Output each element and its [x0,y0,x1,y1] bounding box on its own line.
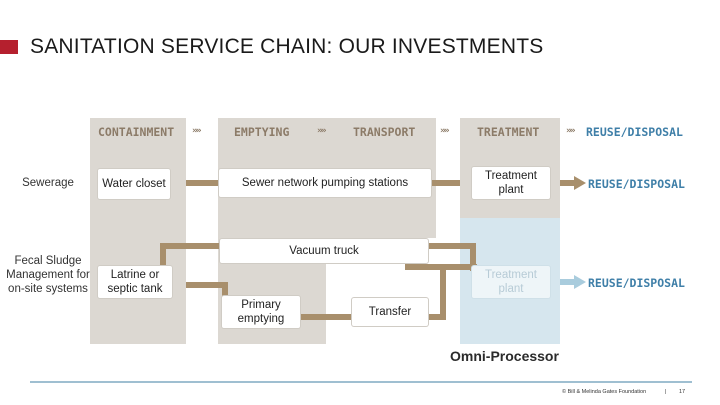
chevron-right-icon: »» [566,126,576,136]
vacuum-truck-box: Vacuum truck [220,239,428,263]
stage-treatment: TREATMENT [477,125,540,139]
treatment-plant-faded-box: Treatment plant [472,266,550,298]
chevron-right-icon: »» [440,126,450,136]
water-closet-box: Water closet [98,169,170,199]
treatment-pipe-to-reuse [560,279,576,285]
footer-copyright: © Bill & Melinda Gates Foundation [562,389,647,395]
reuse-disposal-fecal-sludge: REUSE/DISPOSAL [588,276,685,290]
chevron-right-icon: »» [192,126,202,136]
stage-reuse-disposal: REUSE/DISPOSAL [586,125,683,139]
emptying-pipe-left [186,282,226,288]
transfer-pipe-up [440,264,446,320]
vacuum-pipe-up [160,243,166,267]
sewer-network-box: Sewer network pumping stations [219,169,431,197]
sewer-pipe-to-reuse [560,180,576,186]
row-label-fecal-sludge: Fecal Sludge Management for on-site syst… [6,255,90,295]
stage-transport: TRANSPORT [353,125,416,139]
emptying-pipe-bottom [222,314,446,320]
stage-containment: CONTAINMENT [98,125,175,139]
reuse-disposal-sewerage: REUSE/DISPOSAL [588,177,685,191]
chevron-right-icon: »» [317,126,327,136]
omni-processor-label: Omni-Processor [450,348,559,364]
page-title: SANITATION SERVICE CHAIN: OUR INVESTMENT… [30,35,544,58]
title-marker [0,40,18,54]
footer-divider [30,381,692,383]
transfer-box: Transfer [352,298,428,326]
transfer-pipe-top [405,264,477,270]
row-label-sewerage: Sewerage [22,177,74,189]
arrow-right-icon [574,176,586,190]
latrine-septic-box: Latrine or septic tank [98,266,172,298]
arrow-right-icon [574,275,586,289]
stage-emptying: EMPTYING [234,125,290,139]
containment-column [90,118,186,344]
primary-emptying-box: Primary emptying [222,296,300,328]
footer-separator: | [665,389,667,395]
vacuum-pipe-down [470,243,476,271]
treatment-plant-box: Treatment plant [472,167,550,199]
footer-page-number: 17 [679,389,686,395]
